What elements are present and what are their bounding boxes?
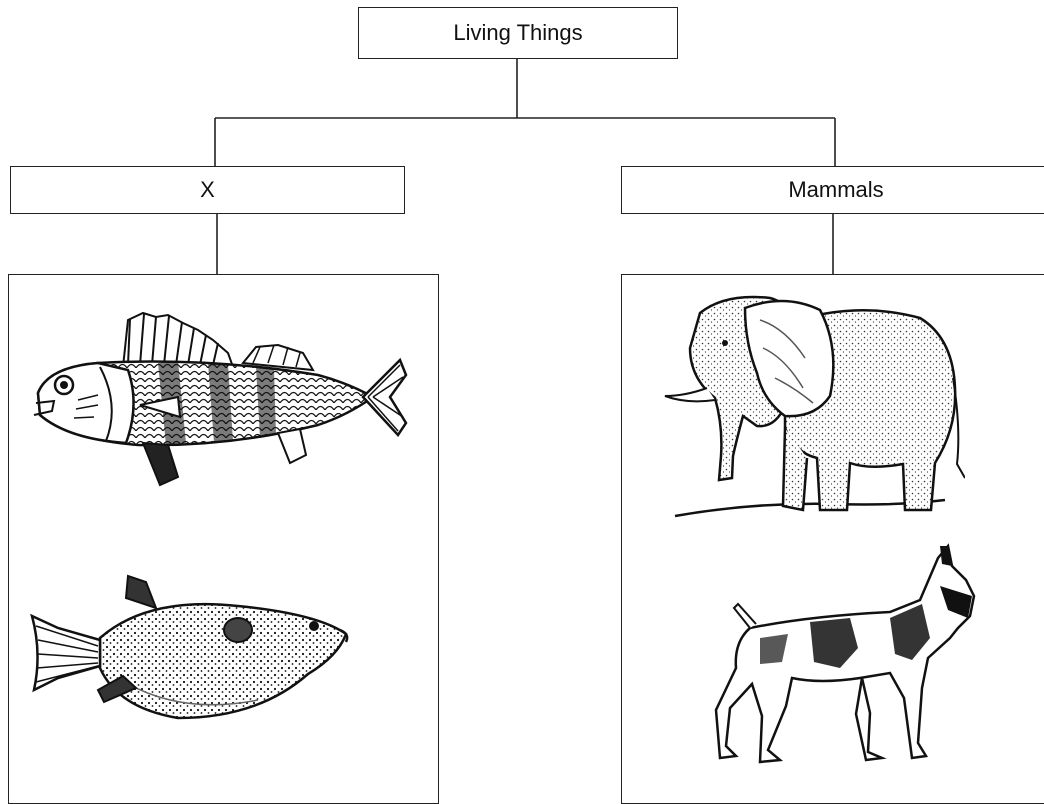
mammals-category-label: Mammals <box>788 177 883 203</box>
puffer-fish-illustration <box>28 568 358 728</box>
root-category-label: Living Things <box>453 20 582 46</box>
unknown-category-label: X <box>200 177 215 203</box>
boxer-dog-illustration <box>690 538 990 778</box>
mammals-category-box: Mammals <box>621 166 1044 214</box>
elephant-illustration <box>635 288 965 528</box>
unknown-category-box: X <box>10 166 405 214</box>
perch-fish-illustration <box>28 305 408 490</box>
root-category-box: Living Things <box>358 7 678 59</box>
